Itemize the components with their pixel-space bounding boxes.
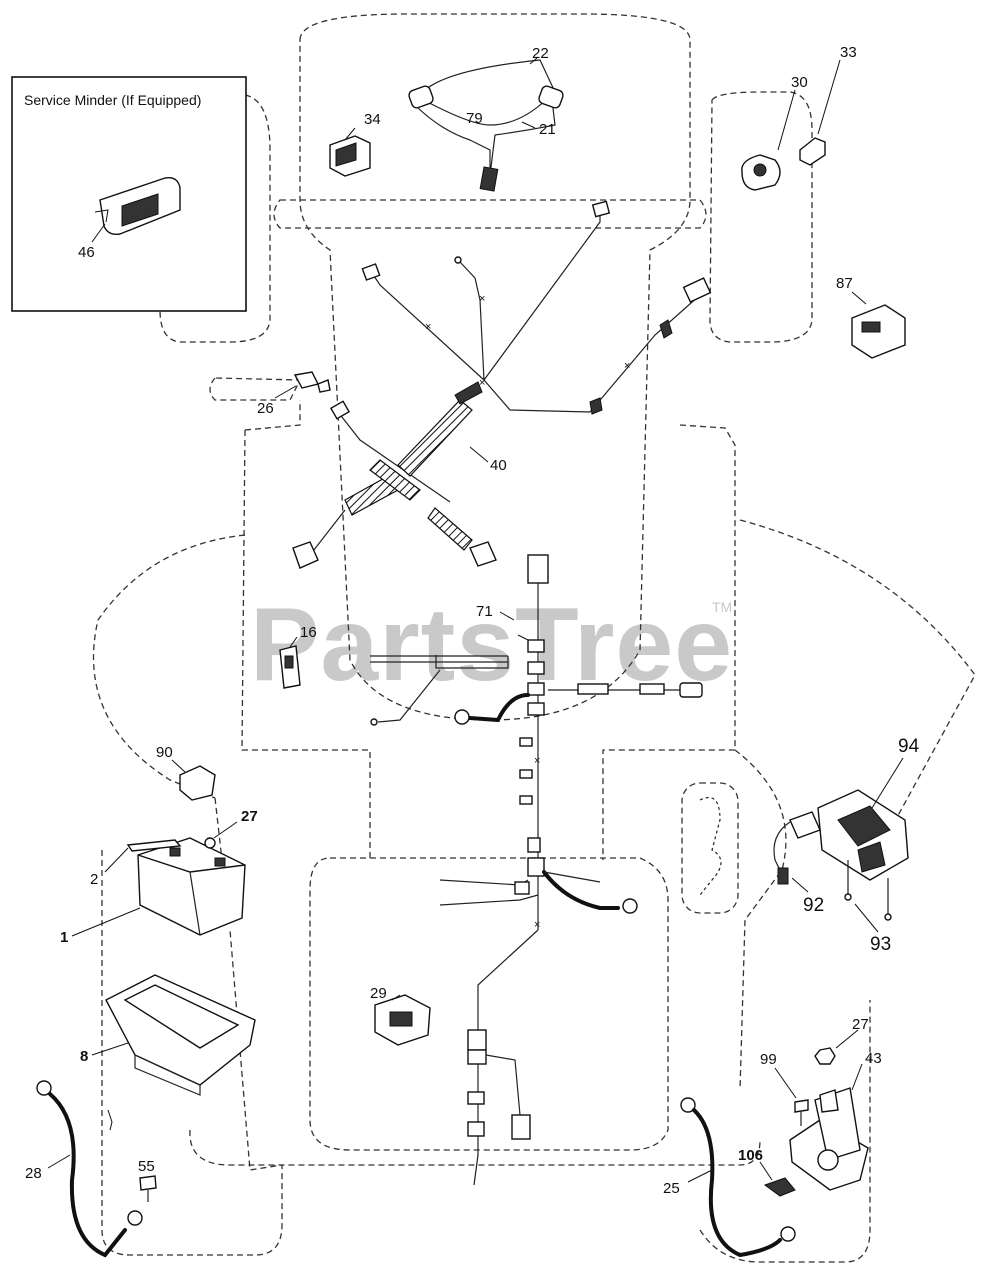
svg-text:×: × [624, 360, 630, 372]
switch-part-34 [329, 127, 371, 177]
callout-25: 25 [663, 1180, 680, 1197]
frame-bottom [189, 1129, 761, 1166]
svg-text:×: × [479, 377, 485, 389]
svg-text:×: × [534, 919, 540, 931]
tractor-outline [92, 13, 976, 1263]
callout-8: 8 [80, 1048, 88, 1065]
callout-99: 99 [760, 1051, 777, 1068]
solenoid-part-43 [789, 1063, 869, 1191]
cable-part-28 [36, 1080, 143, 1258]
dash-bar [273, 199, 707, 229]
callout-27-top: 27 [241, 808, 258, 825]
callout-106: 106 [738, 1147, 763, 1164]
callout-29: 29 [370, 985, 387, 1002]
callout-43: 43 [865, 1050, 882, 1067]
callout-16: 16 [300, 624, 317, 641]
solenoid-part-90 [171, 759, 216, 801]
upper-wiring: × × × × [361, 200, 712, 415]
svg-text:×: × [534, 755, 540, 767]
frame-right-lower [699, 749, 871, 1263]
steering-cover [209, 377, 302, 401]
clip-part-106 [759, 1161, 796, 1197]
connector-part-16 [279, 636, 301, 689]
callout-92: 92 [803, 895, 824, 916]
callout-34: 34 [364, 111, 381, 128]
right-fender-outline [709, 91, 813, 343]
callout-55: 55 [138, 1158, 155, 1175]
frame-left [241, 400, 371, 860]
callout-28: 28 [25, 1165, 42, 1182]
left-wheel-arc [92, 534, 246, 799]
relay-part-33 [799, 59, 841, 166]
switch-part-87 [851, 291, 906, 359]
svg-text:×: × [479, 293, 485, 305]
screws-part-93 [844, 860, 892, 933]
left-fender-outline [159, 94, 271, 343]
callout-93: 93 [870, 934, 891, 955]
callout-30: 30 [791, 74, 808, 91]
switch-assembly-part-94 [817, 757, 909, 881]
callout-33: 33 [840, 44, 857, 61]
battery-part-1 [71, 821, 246, 937]
brake-pedal-shape [699, 796, 722, 896]
callout-21: 21 [539, 121, 556, 138]
watermark-tm: TM [712, 599, 732, 615]
bolt-part-55 [139, 1175, 157, 1202]
service-minder-title: Service Minder (If Equipped) [24, 92, 201, 108]
frame-right [602, 424, 736, 860]
service-minder-box: Service Minder (If Equipped) 46 [11, 76, 247, 312]
fuse-holder-part-26 [274, 371, 331, 399]
screw-part-99 [774, 1067, 809, 1126]
switch-part-29 [374, 994, 431, 1046]
main-harness-part-40 [292, 381, 497, 569]
brake-pedal-outline [681, 782, 739, 914]
plunger-switch-part-92 [773, 811, 821, 893]
callout-46: 46 [78, 244, 95, 261]
cable-part-25 [680, 1097, 796, 1258]
callout-94: 94 [898, 736, 920, 757]
frame-left-lower [101, 797, 283, 1256]
callout-79: 79 [466, 110, 483, 127]
callout-90: 90 [156, 744, 173, 761]
svg-text:×: × [425, 321, 431, 333]
nut-part-27 [814, 1029, 859, 1065]
battery-tray-part-8 [91, 974, 256, 1096]
callout-22: 22 [532, 45, 549, 62]
ignition-switch-part-30 [741, 89, 796, 191]
callout-1: 1 [60, 929, 68, 946]
hour-meter-part [94, 177, 181, 236]
right-wheel-arc [739, 519, 976, 831]
callout-26: 26 [257, 400, 274, 417]
center-harness-part-71: × × [370, 554, 703, 1186]
callout-87: 87 [836, 275, 853, 292]
seat-area [309, 857, 669, 1151]
callout-71: 71 [476, 603, 493, 620]
callout-2: 2 [90, 871, 98, 888]
callout-40: 40 [490, 457, 507, 474]
hood-outline [299, 13, 691, 721]
callout-27-right: 27 [852, 1016, 869, 1033]
headlight-harness [408, 57, 564, 192]
